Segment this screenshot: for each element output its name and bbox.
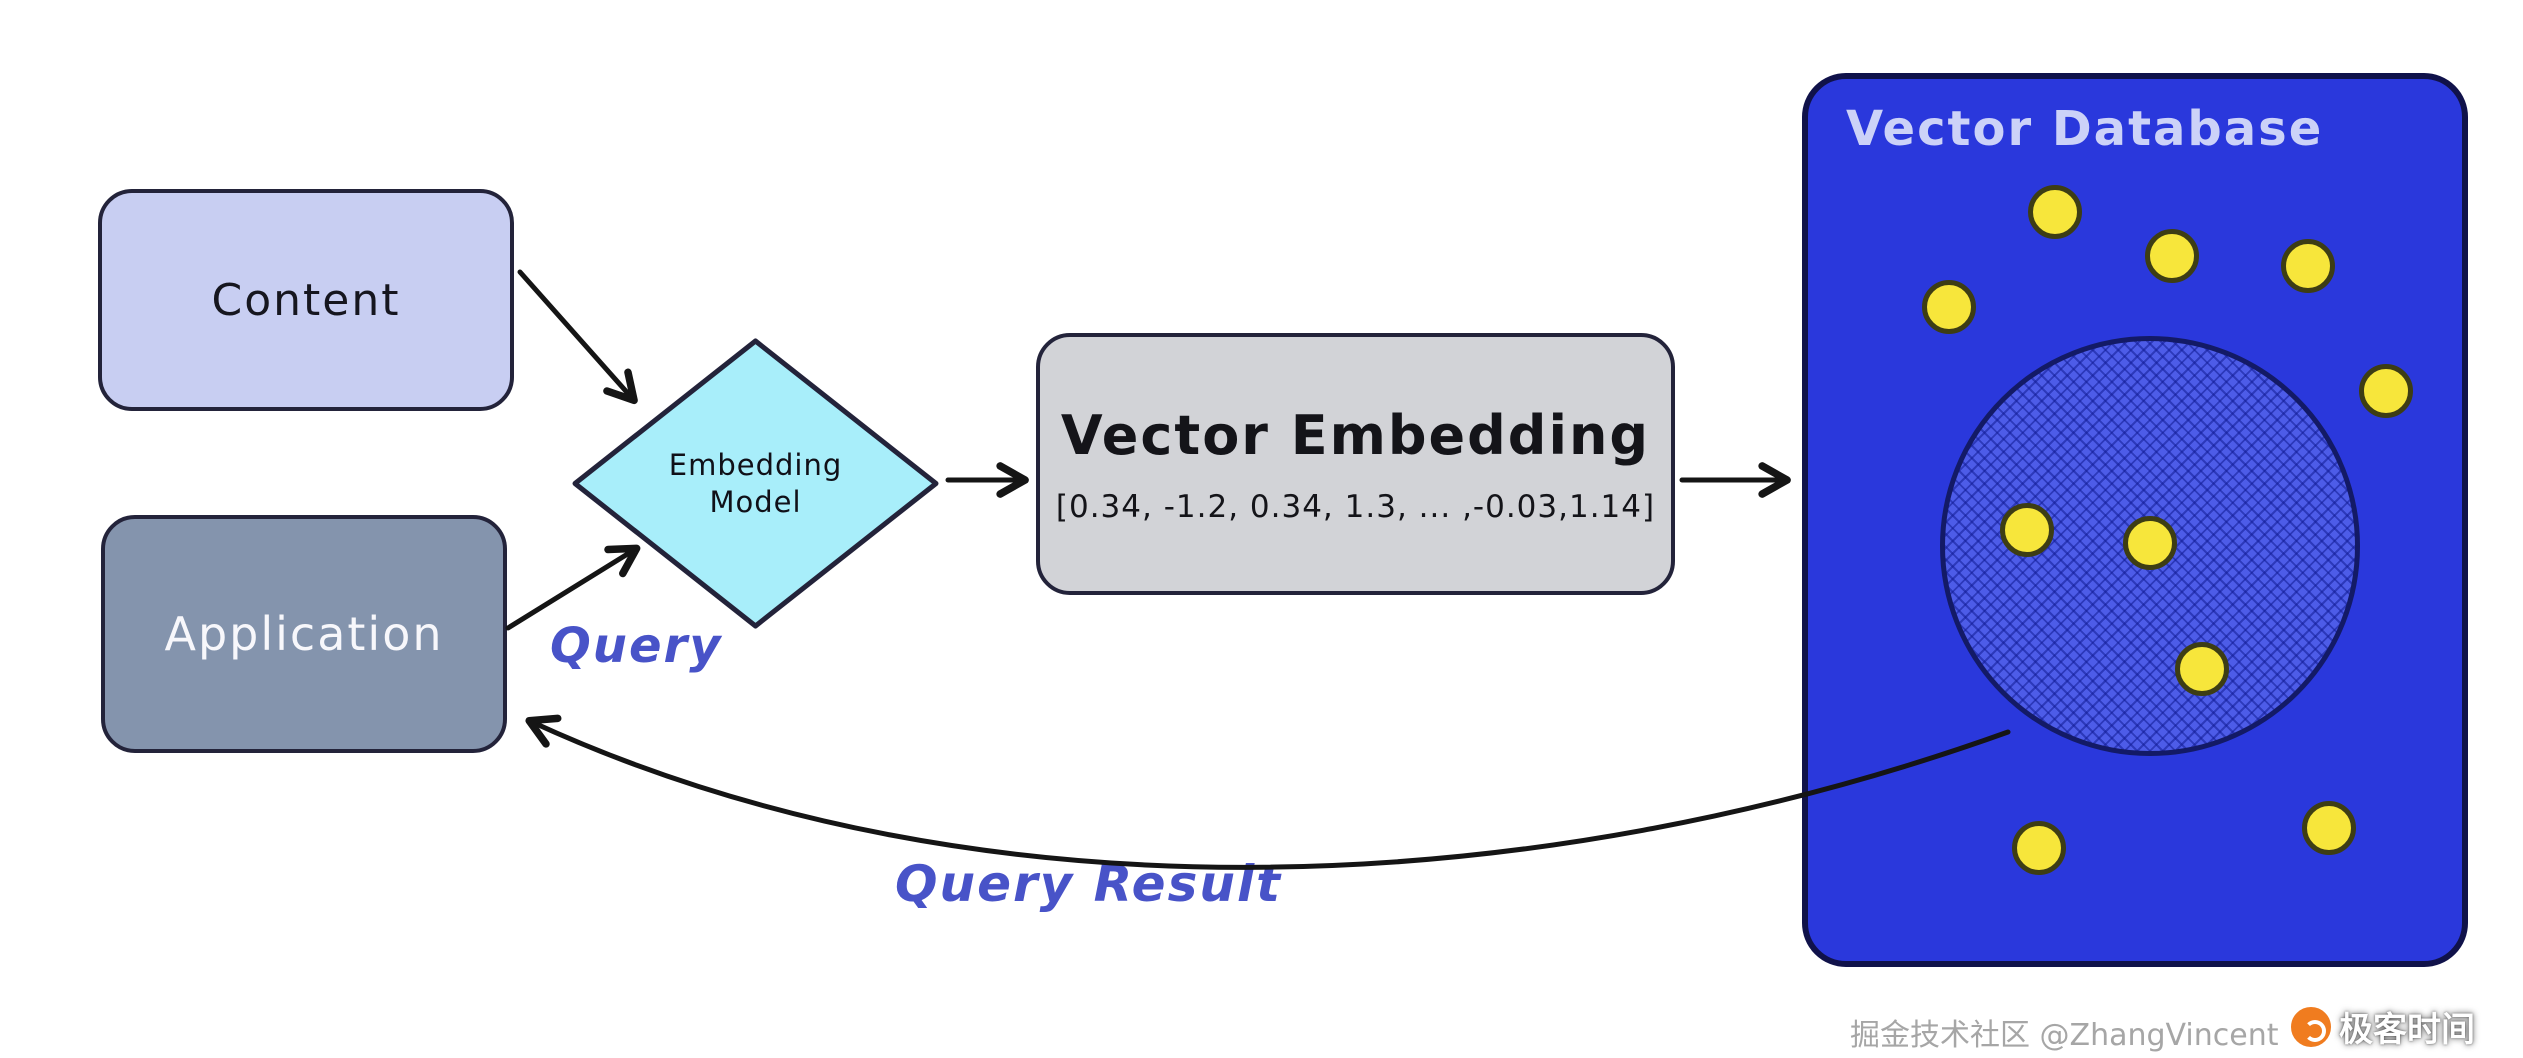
node-content-label: Content [211,274,401,326]
watermark-brand-text: 极客时间 [2339,1010,2475,1050]
embedding-model-line1: Embedding [668,448,843,483]
data-point-dot [1922,280,1976,334]
node-application-label: Application [164,607,444,661]
node-embedding-model-label: Embedding Model [669,447,842,520]
data-point-dot [2012,821,2066,875]
node-vector-embedding: Vector Embedding [0.34, -1.2, 0.34, 1.3,… [1036,333,1675,595]
watermark-community-text: 掘金技术社区 @ZhangVincent [1850,1010,2279,1054]
data-point-dot [2302,801,2356,855]
watermark-author: @ZhangVincent [2039,1018,2279,1053]
node-content: Content [98,189,514,411]
diamond-shape [572,338,939,629]
edge-label-query: Query [550,618,723,674]
data-point-dot [2145,229,2199,283]
watermark: 掘金技术社区 @ZhangVincent 极客时间 [1850,1002,2475,1054]
geektime-logo-icon [2291,1006,2331,1047]
vector-embedding-values: [0.34, -1.2, 0.34, 1.3, ... ,-0.03,1.14] [1055,488,1656,525]
data-point-dot [2000,503,2054,557]
watermark-brand: 极客时间 [2291,1002,2475,1051]
data-point-dot [2028,185,2082,239]
vector-embedding-title: Vector Embedding [1060,403,1651,467]
data-point-dot [2175,642,2229,696]
data-point-dot [2123,516,2177,570]
node-embedding-model: Embedding Model [568,334,943,633]
vector-database-title: Vector Database [1846,101,2324,157]
data-point-dot [2281,239,2335,293]
edge-label-query-result: Query Result [895,855,1282,913]
arrow-query-result-to-application [525,714,2011,870]
embedding-model-line2: Model [709,484,802,519]
data-point-dot [2359,364,2413,418]
watermark-community: 掘金技术社区 [1850,1018,2030,1053]
node-application: Application [101,515,507,753]
